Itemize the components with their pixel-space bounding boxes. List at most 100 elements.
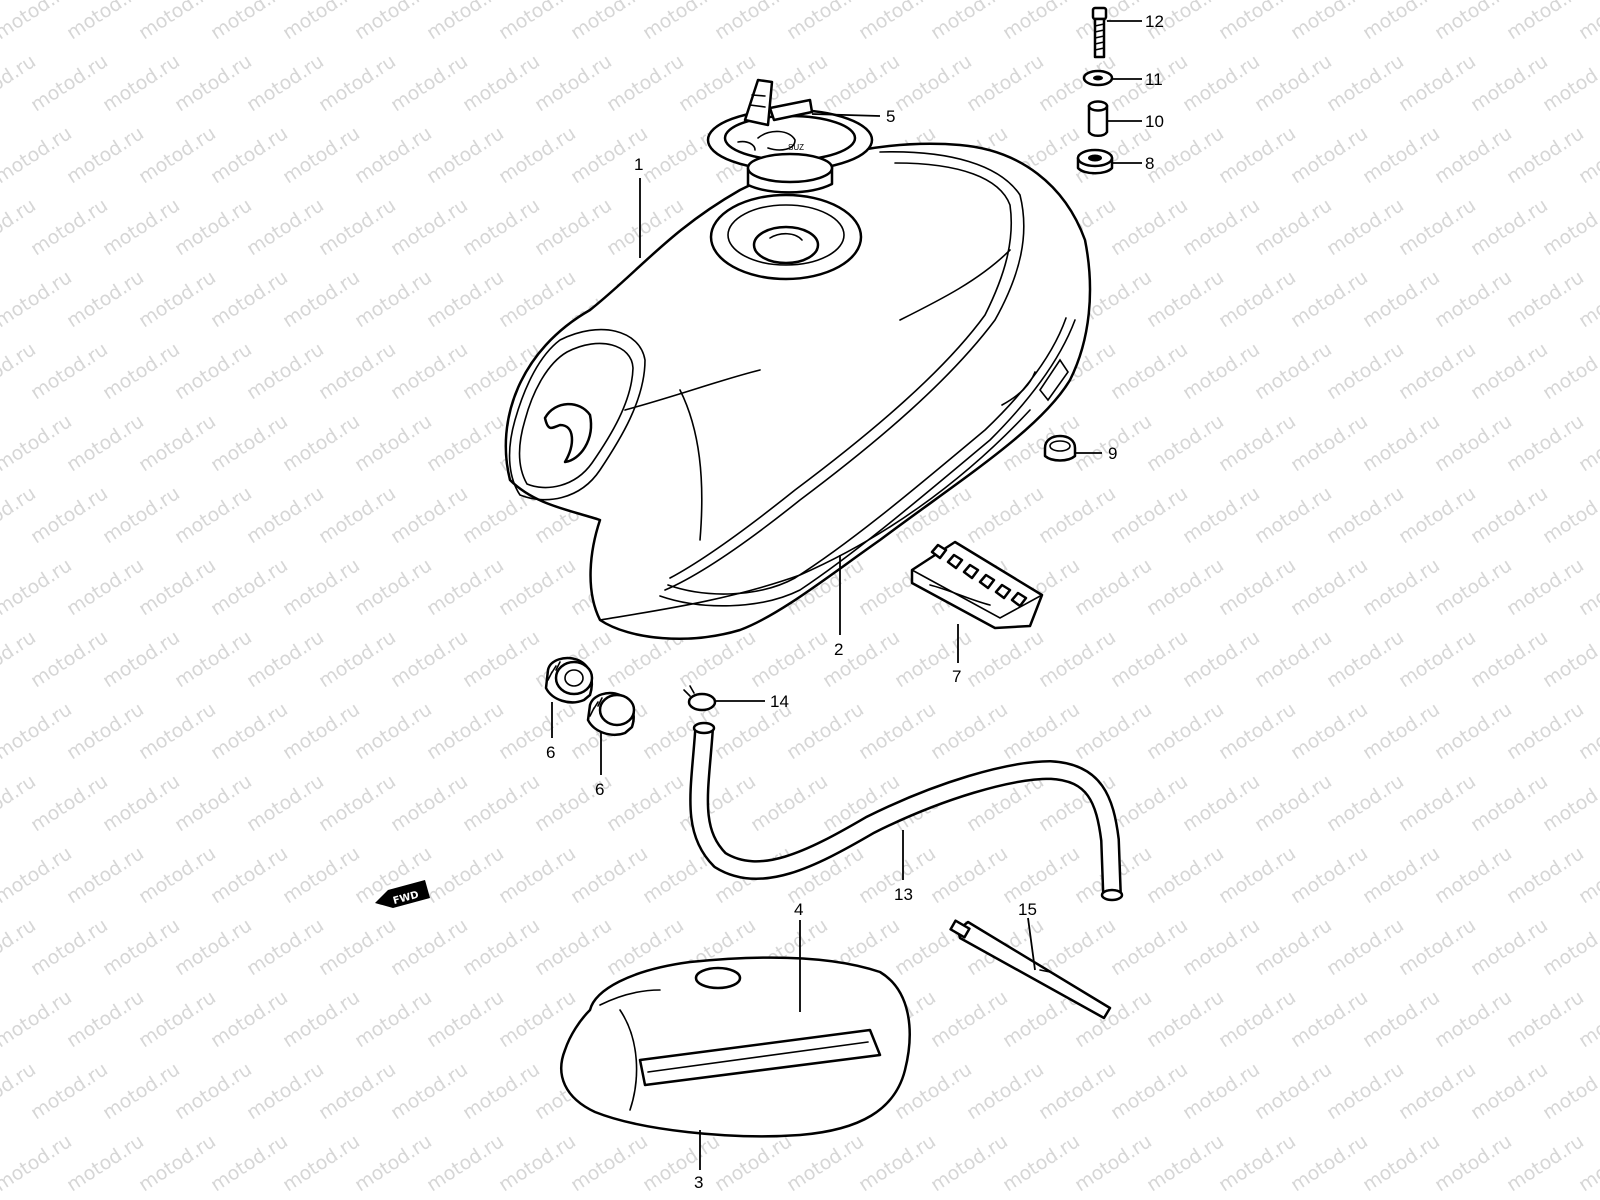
watermark-text: motod.ru <box>1251 1058 1336 1124</box>
watermark-text: motod.ru <box>1467 482 1552 548</box>
watermark-text: motod.ru <box>495 698 580 764</box>
bolt[interactable] <box>1091 6 1108 59</box>
washer[interactable] <box>1082 69 1114 87</box>
watermark-text: motod.ru <box>1035 1058 1120 1124</box>
watermark-text: motod.ru <box>1107 338 1192 404</box>
watermark-text: motod.ru <box>1143 122 1228 188</box>
watermark-text: motod.ru <box>1143 266 1228 332</box>
watermark-text: motod.ru <box>207 1130 292 1196</box>
watermark-text: motod.ru <box>1467 1058 1552 1124</box>
watermark-text: motod.ru <box>27 338 112 404</box>
fuel-cap-key[interactable] <box>743 78 814 127</box>
watermark-text: motod.ru <box>1431 554 1516 620</box>
strap[interactable] <box>949 919 1112 1020</box>
watermark-text: motod.ru <box>351 554 436 620</box>
watermark-text: motod.ru <box>243 1058 328 1124</box>
watermark-text: motod.ru <box>99 482 184 548</box>
watermark-text: motod.ru <box>1215 554 1300 620</box>
watermark-text: motod.ru <box>63 1130 148 1196</box>
watermark-text: motod.ru <box>63 986 148 1052</box>
watermark-text: motod.ru <box>1287 842 1372 908</box>
watermark-text: motod.ru <box>1251 194 1336 260</box>
watermark-text: motod.ru <box>315 914 400 980</box>
watermark-text: motod.ru <box>1359 0 1444 44</box>
watermark-text: motod.ru <box>171 770 256 836</box>
watermark-text: motod.ru <box>603 50 688 116</box>
emblem-cap-1[interactable] <box>544 656 594 704</box>
watermark-text: motod.ru <box>0 986 76 1052</box>
fuel-tank[interactable] <box>504 142 1092 640</box>
watermark-text: motod.ru <box>1143 698 1228 764</box>
watermark-text: motod.ru <box>1467 338 1552 404</box>
rear-cushion[interactable] <box>910 540 1044 630</box>
watermark-text: motod.ru <box>135 842 220 908</box>
watermark-text: motod.ru <box>423 554 508 620</box>
watermark-text: motod.ru <box>1251 914 1336 980</box>
watermark-text: motod.ru <box>63 698 148 764</box>
watermark-text: motod.ru <box>1215 266 1300 332</box>
watermark-text: motod.ru <box>963 1058 1048 1124</box>
watermark-text: motod.ru <box>171 914 256 980</box>
watermark-text: motod.ru <box>351 266 436 332</box>
watermark-text: motod.ru <box>279 986 364 1052</box>
watermark-text: motod.ru <box>1359 266 1444 332</box>
cushion-upper[interactable] <box>1076 148 1114 175</box>
watermark-text: motod.ru <box>423 986 508 1052</box>
watermark-text: motod.ru <box>171 50 256 116</box>
watermark-text: motod.ru <box>0 410 76 476</box>
watermark-text: motod.ru <box>1395 914 1480 980</box>
watermark-text: motod.ru <box>1287 0 1372 44</box>
watermark-text: motod.ru <box>1143 986 1228 1052</box>
watermark-text: motod.ru <box>1323 626 1408 692</box>
watermark-text: motod.ru <box>279 698 364 764</box>
watermark-text: motod.ru <box>711 0 796 44</box>
watermark-text: motod.ru <box>387 914 472 980</box>
watermark-text: motod.ru <box>1431 266 1516 332</box>
svg-text:SUZ: SUZ <box>788 143 804 152</box>
watermark-text: motod.ru <box>639 0 724 44</box>
watermark-text: motod.ru <box>963 50 1048 116</box>
watermark-text: motod.ru <box>63 410 148 476</box>
watermark-text: motod.ru <box>0 842 76 908</box>
watermark-text: motod.ru <box>351 410 436 476</box>
watermark-text: motod.ru <box>927 842 1012 908</box>
watermark-text: motod.ru <box>1071 1130 1156 1196</box>
watermark-text: motod.ru <box>1431 842 1516 908</box>
watermark-text: motod.ru <box>135 1130 220 1196</box>
watermark-text: motod.ru <box>1179 626 1264 692</box>
watermark-text: motod.ru <box>1251 770 1336 836</box>
watermark-text: motod.ru <box>459 194 544 260</box>
watermark-text: motod.ru <box>1287 698 1372 764</box>
watermark-text: motod.ru <box>315 1058 400 1124</box>
watermark-text: motod.ru <box>1287 986 1372 1052</box>
watermark-text: motod.ru <box>171 1058 256 1124</box>
callout-labels: 1 2 3 4 5 6 6 7 8 9 10 11 12 13 14 15 <box>546 12 1164 1192</box>
watermark-text: motod.ru <box>135 410 220 476</box>
watermark-text: motod.ru <box>1179 1058 1264 1124</box>
watermark-text: motod.ru <box>423 410 508 476</box>
watermark-text: motod.ru <box>747 626 832 692</box>
watermark-text: motod.ru <box>1143 410 1228 476</box>
hose-clip[interactable] <box>683 685 717 712</box>
watermark-text: motod.ru <box>1503 1130 1588 1196</box>
watermark-text: motod.ru <box>387 194 472 260</box>
emblem-cap-2[interactable] <box>586 691 636 737</box>
tank-cover[interactable] <box>560 956 911 1138</box>
fuel-cap[interactable]: SUZ <box>706 108 874 194</box>
breather-hose[interactable] <box>689 721 1124 902</box>
cushion-small[interactable] <box>1043 434 1077 462</box>
watermark-text: motod.ru <box>459 770 544 836</box>
watermark-text: motod.ru <box>243 338 328 404</box>
watermark-text: motod.ru <box>1179 50 1264 116</box>
callout-6a: 6 <box>546 743 555 762</box>
watermark-text: motod.ru <box>1035 482 1120 548</box>
watermark-text: motod.ru <box>1431 122 1516 188</box>
collar[interactable] <box>1087 100 1109 137</box>
watermark-text: motod.ru <box>1359 122 1444 188</box>
watermark-text: motod.ru <box>63 554 148 620</box>
watermark-text: motod.ru <box>603 770 688 836</box>
watermark-text: motod.ru <box>783 0 868 44</box>
watermark-text: motod.ru <box>495 122 580 188</box>
watermark-text: motod.ru <box>927 1130 1012 1196</box>
watermark-text: motod.ru <box>855 1130 940 1196</box>
